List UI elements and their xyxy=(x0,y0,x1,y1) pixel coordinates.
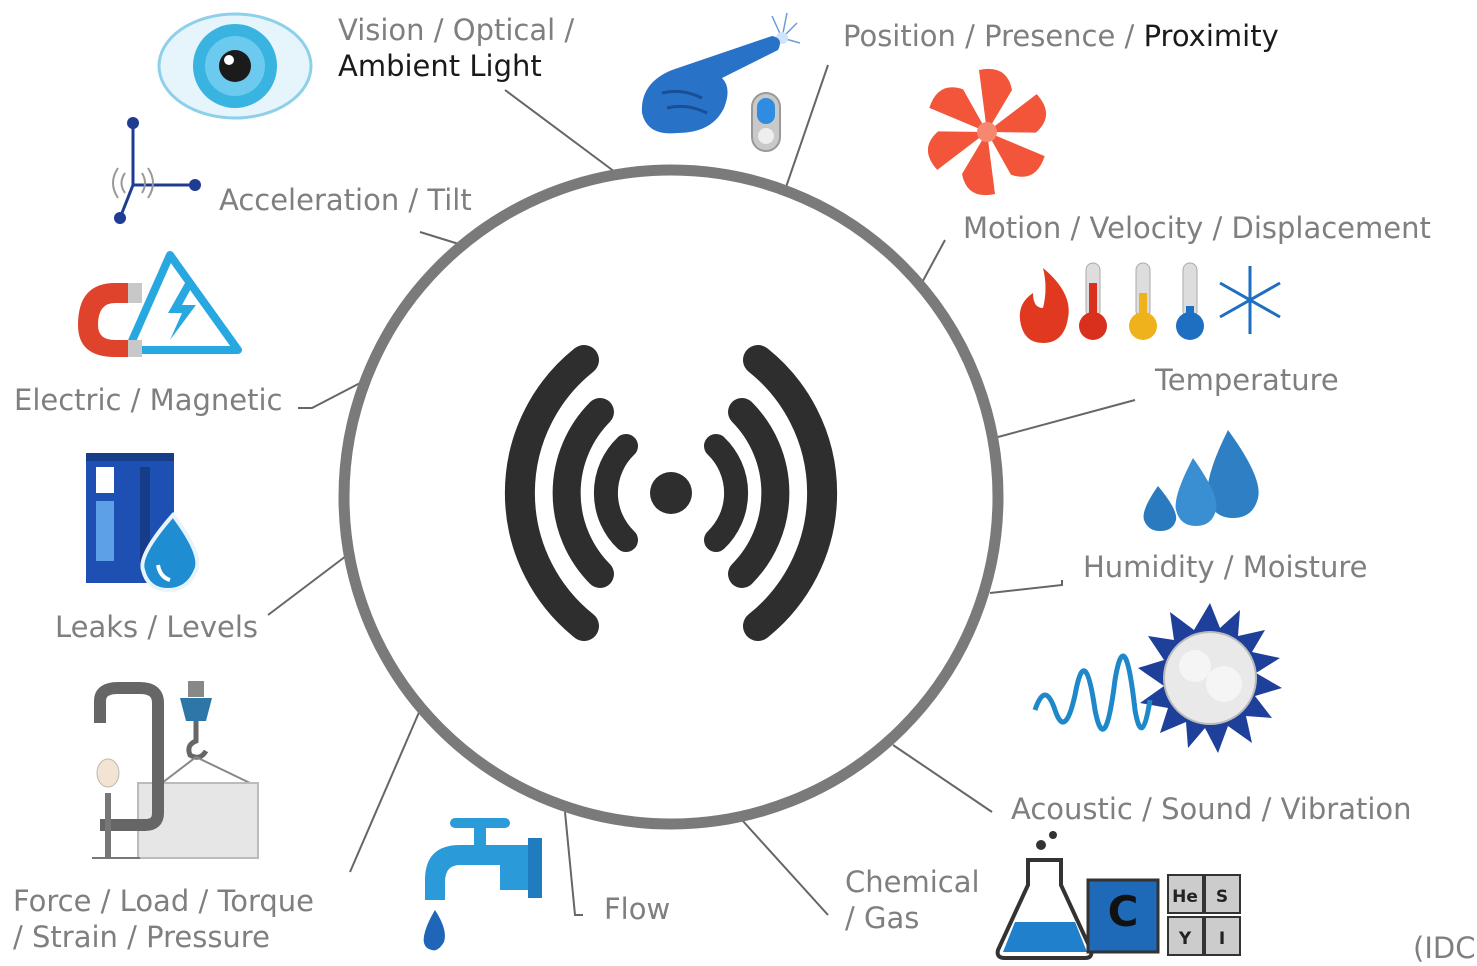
connector-position xyxy=(784,64,829,191)
water-drops-icon xyxy=(1143,430,1259,531)
tank-drop-icon xyxy=(86,453,200,593)
chemical-label-line1: Chemical xyxy=(845,865,980,899)
connector-acceleration xyxy=(419,231,463,246)
element-C: C xyxy=(1108,887,1139,936)
sound-wave-icon xyxy=(1032,603,1282,753)
connector-humidity xyxy=(989,580,1063,594)
connector-vision xyxy=(504,89,616,173)
connector-electric xyxy=(298,381,363,409)
element-He: He xyxy=(1172,887,1198,907)
thermometers-icon xyxy=(1019,262,1281,343)
source-note: (IDC xyxy=(1413,931,1476,965)
chemical-label-line2: / Gas xyxy=(845,901,920,935)
water-tap-icon xyxy=(423,818,542,951)
vision-label-line2: Ambient Light xyxy=(338,49,542,83)
chemistry-flask-icon: C He S Y I xyxy=(995,831,1241,960)
element-S: S xyxy=(1216,887,1228,907)
temperature-label: Temperature xyxy=(1155,363,1339,397)
connector-temperature xyxy=(997,399,1136,438)
force-label-line1: Force / Load / Torque xyxy=(13,884,315,918)
position-label-dark: Proximity xyxy=(1143,19,1279,53)
connector-force xyxy=(349,709,421,873)
position-label: Position / Presence / Proximity xyxy=(843,18,1279,54)
clamp-crane-icon xyxy=(92,681,259,859)
element-Y: Y xyxy=(1178,929,1192,949)
electric-label: Electric / Magnetic xyxy=(14,383,283,417)
position-label-light: Position / Presence / xyxy=(843,19,1144,53)
acceleration-label: Acceleration / Tilt xyxy=(219,183,472,217)
element-I: I xyxy=(1219,929,1225,949)
connector-leaks xyxy=(267,552,351,616)
connector-flow xyxy=(564,811,583,916)
vision-label-line1: Vision / Optical / xyxy=(338,13,575,47)
flow-label: Flow xyxy=(604,892,671,926)
axes-icon xyxy=(112,117,201,224)
motion-label: Motion / Velocity / Displacement xyxy=(963,211,1431,245)
wireless-signal-icon xyxy=(504,345,838,641)
pointing-hand-icon xyxy=(641,12,801,152)
leaks-label: Leaks / Levels xyxy=(55,610,259,644)
connector-acoustic xyxy=(892,744,993,813)
force-label-line2: / Strain / Pressure xyxy=(13,920,270,954)
humidity-label: Humidity / Moisture xyxy=(1083,550,1368,584)
acoustic-label: Acoustic / Sound / Vibration xyxy=(1011,792,1412,826)
fan-icon xyxy=(927,68,1047,196)
magnet-electric-icon xyxy=(78,251,242,357)
connector-chemical xyxy=(741,819,829,916)
eye-icon xyxy=(157,12,313,120)
